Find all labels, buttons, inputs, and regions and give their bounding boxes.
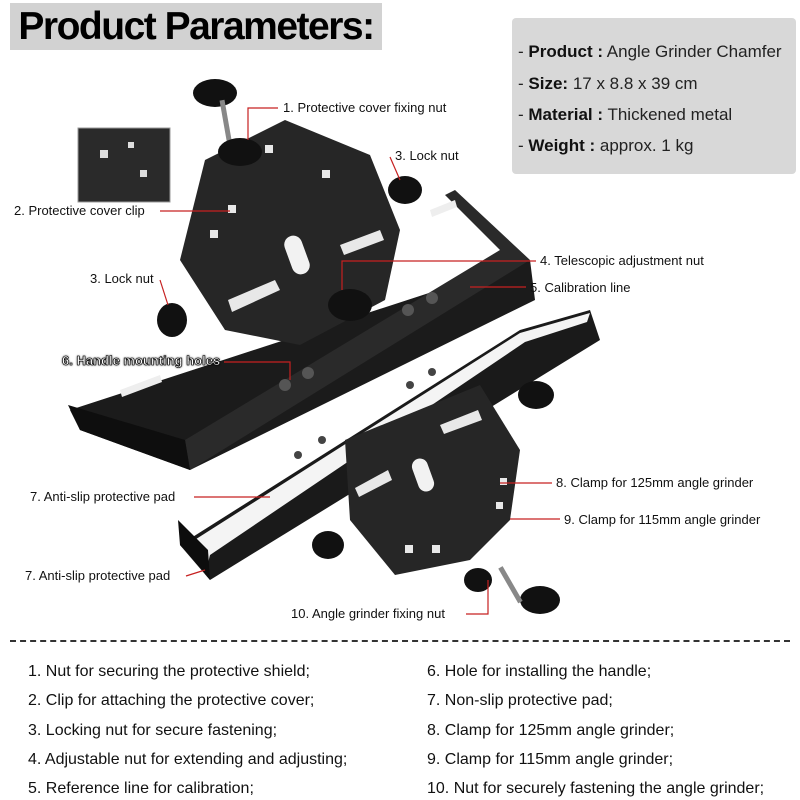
product-illustration: [68, 79, 600, 615]
section-divider: [10, 640, 790, 642]
callout-fixing-nut: 10. Angle grinder fixing nut: [291, 606, 445, 621]
desc-item-1: 1. Nut for securing the protective shiel…: [28, 663, 310, 680]
callout-protective-cover-nut: 1. Protective cover fixing nut: [283, 100, 447, 115]
desc-item-3: 3. Locking nut for secure fastening;: [28, 722, 278, 739]
spec-size: - Size: 17 x 8.8 x 39 cm: [518, 74, 698, 93]
callout-lock-nut-right: 3. Lock nut: [395, 148, 459, 163]
fixing-nut-knob-icon: [520, 586, 560, 614]
upper-base-edge: [185, 190, 530, 470]
callout-protective-cover-clip: 2. Protective cover clip: [14, 203, 145, 218]
desc-item-6: 6. Hole for installing the handle;: [427, 663, 652, 680]
callout-handle-holes: 6. Handle mounting holes: [62, 353, 221, 369]
desc-item-4: 4. Adjustable nut for extending and adju…: [28, 751, 348, 768]
desc-item-2: 2. Clip for attaching the protective cov…: [28, 692, 315, 709]
detail-inset: [77, 127, 171, 203]
callout-anti-slip-pad-2: 7. Anti-slip protective pad: [25, 568, 171, 583]
page-title: Product Parameters:: [18, 5, 375, 48]
title-banner: Product Parameters:: [10, 3, 382, 50]
callout-clamp-125: 8. Clamp for 125mm angle grinder: [556, 475, 754, 490]
leader-lines: [159, 107, 560, 615]
callout-lock-nut-left: 3. Lock nut: [90, 271, 154, 286]
callout-calibration-line: 5. Calibration line: [530, 280, 631, 295]
spec-product: - Product : Angle Grinder Chamfer: [518, 42, 782, 61]
lock-nut-left-icon: [157, 303, 187, 337]
telescopic-nut-icon: [328, 289, 372, 321]
desc-item-10: 10. Nut for securely fastening the angle…: [427, 780, 765, 797]
lower-lock-knob-icon: [518, 381, 554, 409]
callout-clamp-115: 9. Clamp for 115mm angle grinder: [564, 512, 761, 527]
spec-panel: - Product : Angle Grinder Chamfer - Size…: [512, 18, 796, 174]
callout-telescopic-nut: 4. Telescopic adjustment nut: [540, 253, 704, 268]
lock-nut-right-icon: [388, 176, 422, 204]
spec-weight: - Weight : approx. 1 kg: [518, 136, 694, 155]
desc-item-7: 7. Non-slip protective pad;: [427, 692, 613, 709]
callout-anti-slip-pad-1: 7. Anti-slip protective pad: [30, 489, 176, 504]
desc-item-8: 8. Clamp for 125mm angle grinder;: [427, 722, 675, 739]
spec-material: - Material : Thickened metal: [518, 105, 733, 124]
desc-item-5: 5. Reference line for calibration;: [28, 780, 254, 797]
upper-bracket: [180, 120, 400, 345]
desc-item-9: 9. Clamp for 115mm angle grinder;: [427, 751, 674, 768]
top-knob-icon: [193, 79, 237, 107]
